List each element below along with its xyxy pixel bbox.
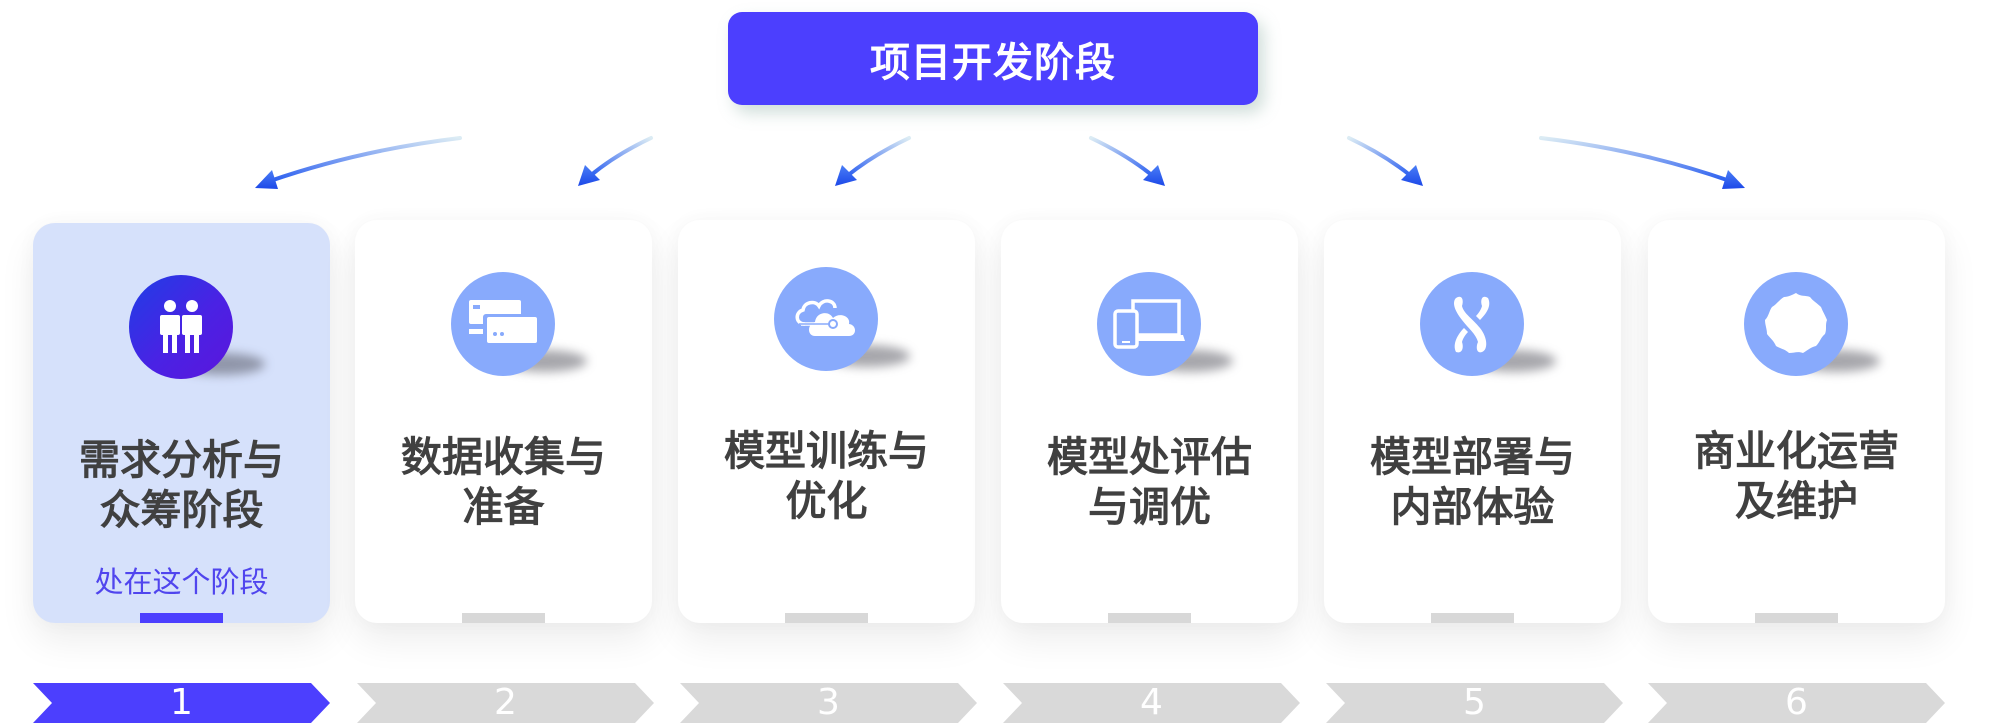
stage-title: 商业化运营 及维护 [1694, 427, 1899, 525]
stage-card-4[interactable]: 模型处评估 与调优 [1001, 220, 1298, 623]
stage-indicator-bar [1108, 613, 1191, 623]
chromosome-icon [1420, 272, 1524, 376]
stage-title: 模型训练与 优化 [724, 427, 929, 525]
arrow-3 [835, 136, 911, 186]
people-icon [129, 275, 233, 379]
step-number: 2 [494, 682, 517, 723]
step-number: 1 [170, 682, 193, 723]
arrow-1 [255, 136, 462, 189]
stage-title: 模型部署与 内部体验 [1370, 433, 1575, 531]
stage-card-1[interactable]: 需求分析与 众筹阶段 处在这个阶段 [33, 223, 330, 623]
stage-indicator-bar [1755, 613, 1838, 623]
stage-indicator-bar [785, 613, 868, 623]
step-chevron-6[interactable]: 6 [1648, 683, 1945, 723]
step-number: 6 [1785, 682, 1808, 723]
step-number: 5 [1463, 682, 1486, 723]
arrow-5 [1347, 136, 1423, 186]
stage-title: 数据收集与 准备 [401, 433, 606, 531]
arrow-2 [578, 136, 653, 186]
arrow-4 [1089, 136, 1165, 186]
step-chevron-3[interactable]: 3 [680, 683, 977, 723]
stage-indicator-bar [1431, 613, 1514, 623]
server-icon [451, 272, 555, 376]
step-chevron-4[interactable]: 4 [1003, 683, 1300, 723]
title-box: 项目开发阶段 [728, 12, 1258, 105]
step-number: 4 [1140, 682, 1163, 723]
cloud-icon [774, 267, 878, 371]
current-stage-label: 处在这个阶段 [94, 565, 269, 599]
step-chevron-1[interactable]: 1 [33, 683, 330, 723]
stage-card-6[interactable]: 商业化运营 及维护 [1648, 220, 1945, 623]
stage-title: 需求分析与 众筹阶段 [79, 436, 284, 534]
stage-card-3[interactable]: 模型训练与 优化 [678, 220, 975, 623]
stage-title: 模型处评估 与调优 [1047, 433, 1252, 531]
step-number: 3 [817, 682, 840, 723]
arrow-6 [1539, 136, 1745, 189]
stage-card-5[interactable]: 模型部署与 内部体验 [1324, 220, 1621, 623]
devices-icon [1097, 272, 1201, 376]
stage-card-2[interactable]: 数据收集与 准备 [355, 220, 652, 623]
page-title: 项目开发阶段 [870, 39, 1116, 86]
step-chevron-5[interactable]: 5 [1326, 683, 1623, 723]
step-chevron-2[interactable]: 2 [357, 683, 654, 723]
stage-indicator-bar [140, 613, 223, 623]
stage-indicator-bar [462, 613, 545, 623]
badge-icon [1744, 272, 1848, 376]
